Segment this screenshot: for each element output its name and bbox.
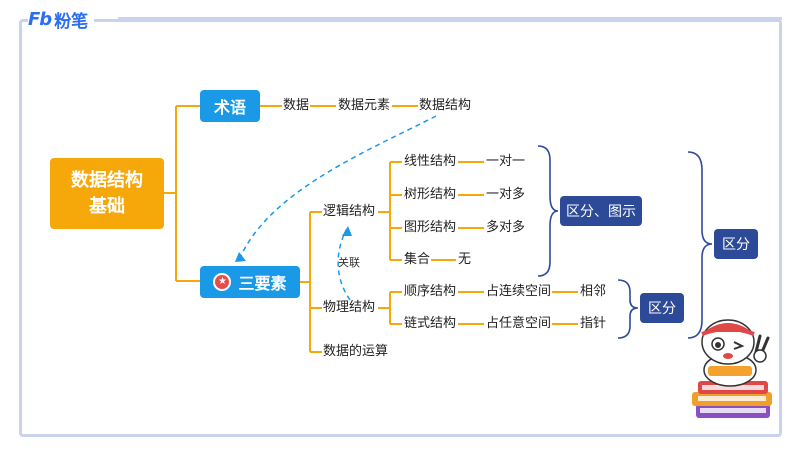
arrowhead-logical [342,226,352,236]
terms-label: 术语 [213,98,246,117]
physical-space-sequential: 占连续空间 [486,284,552,299]
header-divider [118,17,782,20]
term-data-structure: 数据结构 [419,98,472,113]
connector-physical-rels [458,291,578,325]
connector-logical [378,161,402,261]
logo-text: 粉笔 [54,11,89,32]
elements-node: ★ 三要素 [200,266,300,298]
physical-rel-sequential: 相邻 [580,284,607,299]
logical-item-tree: 树形结构 [404,187,457,202]
overall-summary-label: 区分 [722,237,750,253]
logical-item-set: 集合 [404,252,431,267]
operations-label: 数据的运算 [323,344,389,359]
physical-item-sequential: 顺序结构 [404,284,457,299]
physical-space-linked: 占任意空间 [486,316,552,331]
term-data: 数据 [283,98,310,113]
logical-item-linear: 线性结构 [404,154,457,169]
connector-root [164,105,200,282]
logical-rel-graph: 多对多 [486,220,526,235]
brace-overall [687,151,713,339]
logical-summary-label: 区分、图示 [566,204,636,220]
physical-structure-label: 物理结构 [323,300,376,315]
dashed-arrow-relation [337,229,351,301]
content-frame [19,19,782,437]
root-node: 数据结构 基础 [50,158,164,229]
terms-node: 术语 [200,90,260,122]
relation-note: 关联 [338,256,360,269]
connector-physical [378,291,402,325]
logical-rel-tree: 一对多 [486,187,526,202]
logical-item-graph: 图形结构 [404,220,457,235]
dashed-arrow-terms-to-elements [239,115,437,259]
overall-summary-badge: 区分 [714,229,758,259]
root-line1: 数据结构 [71,169,143,191]
root-line2: 基础 [89,195,125,217]
fenbi-logo: Fb 粉笔 [28,6,95,32]
connector-elements [300,211,322,353]
brace-logical [537,145,559,277]
logical-rel-linear: 一对一 [486,154,526,169]
physical-summary-label: 区分 [648,301,676,317]
logo-mark: Fb [28,8,52,30]
physical-item-linked: 链式结构 [404,316,457,331]
logical-summary-badge: 区分、图示 [560,196,642,226]
arrowhead-elements [235,252,246,262]
physical-rel-linked: 指针 [580,316,607,331]
logical-rel-set: 无 [458,252,472,267]
star-badge-icon: ★ [213,273,232,291]
physical-summary-badge: 区分 [640,293,684,323]
connector-logical-rels [431,161,484,261]
term-data-element: 数据元素 [338,98,391,113]
brace-physical [617,279,639,339]
logical-structure-label: 逻辑结构 [323,204,376,219]
elements-label: 三要素 [238,274,287,293]
mascot-illustration [692,319,772,418]
